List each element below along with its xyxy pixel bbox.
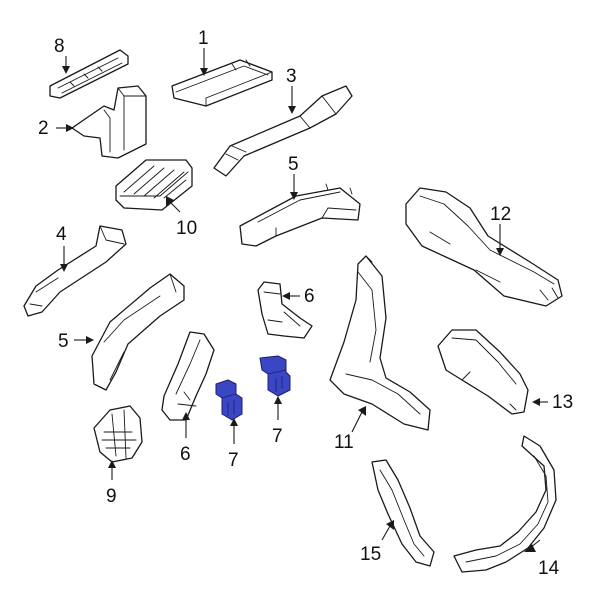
part-9-housing <box>93 405 143 463</box>
part-13-duct <box>437 329 529 415</box>
part-7-clip-right <box>259 355 291 397</box>
callout-5-upper: 5 <box>288 154 299 175</box>
callout-13: 13 <box>552 392 573 413</box>
part-15-bracket <box>371 459 435 567</box>
callout-14: 14 <box>538 558 560 579</box>
part-8-panel <box>49 49 129 99</box>
callout-8: 8 <box>54 36 65 57</box>
part-7-clip-left <box>215 379 243 421</box>
part-5-upper-duct <box>239 183 361 247</box>
callout-10: 10 <box>176 218 197 239</box>
callout-2: 2 <box>38 118 49 139</box>
part-10-vent <box>115 159 193 211</box>
part-5-lower-duct <box>91 273 185 391</box>
callout-11: 11 <box>334 432 354 453</box>
callouts: 1 2 3 4 5 5 6 6 7 7 8 9 10 11 12 13 14 1… <box>38 28 573 579</box>
callout-3: 3 <box>286 66 297 87</box>
part-12-duct <box>405 187 563 307</box>
callout-7-right: 7 <box>272 426 283 447</box>
part-11-duct <box>329 255 431 431</box>
part-4-duct <box>23 225 127 317</box>
part-3-duct <box>213 85 353 177</box>
callout-15: 15 <box>360 544 381 565</box>
callout-6-lower: 6 <box>180 444 191 465</box>
callout-7-left: 7 <box>228 450 239 471</box>
callout-4: 4 <box>56 224 67 245</box>
part-1-duct <box>171 59 273 107</box>
callout-12: 12 <box>490 204 511 225</box>
part-14-duct <box>453 435 557 573</box>
callout-1: 1 <box>198 28 209 49</box>
callout-9: 9 <box>106 486 117 507</box>
part-6-duct <box>161 331 215 421</box>
callout-6-upper: 6 <box>304 286 315 307</box>
part-2-bracket <box>71 85 147 159</box>
leader-lines <box>56 48 548 552</box>
callout-5-lower: 5 <box>58 331 69 352</box>
part-6-bracket <box>257 281 313 339</box>
